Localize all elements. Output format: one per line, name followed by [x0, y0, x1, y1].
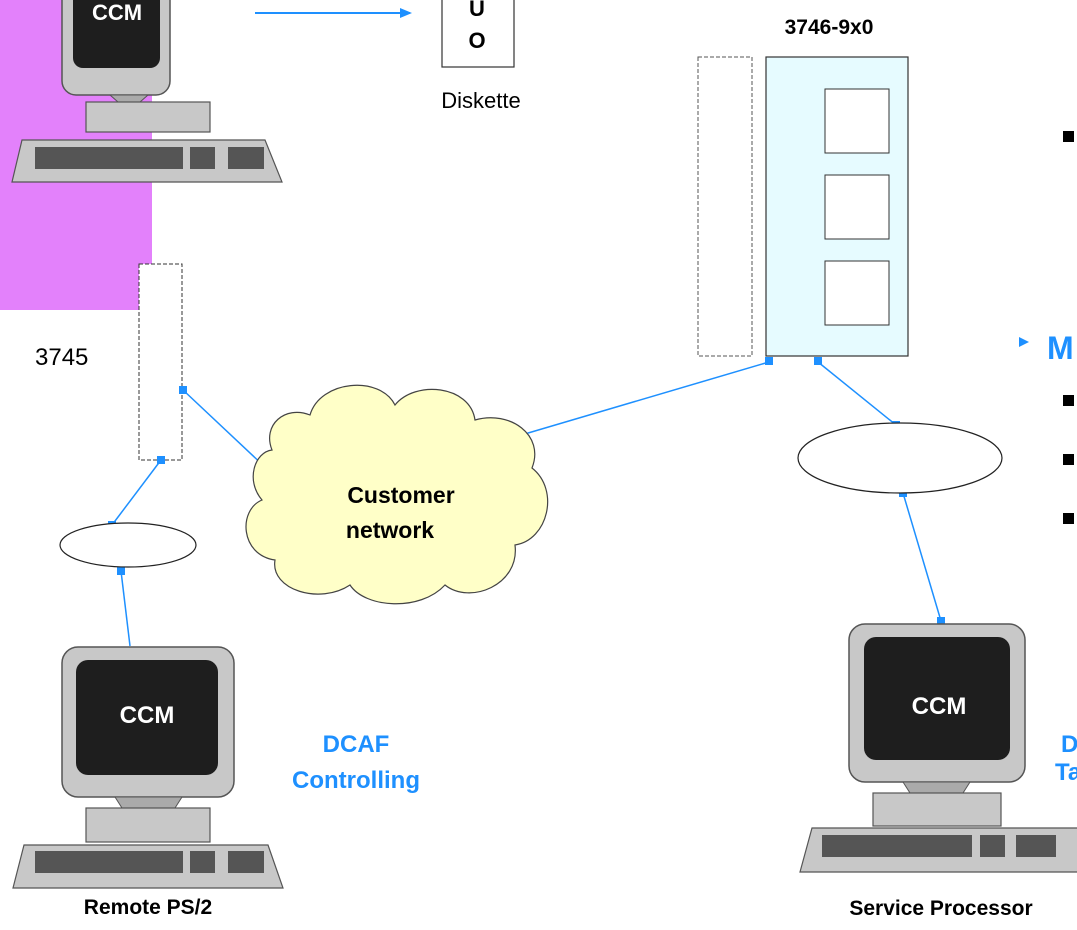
dcaf-label-line2: Controlling	[292, 767, 420, 794]
token-ring-left	[59, 522, 197, 568]
connector-dot	[814, 357, 822, 365]
desktop-computer-icon	[12, 646, 284, 889]
frame-3746-slot	[824, 174, 890, 240]
remote-computer-name: Remote PS/2	[84, 896, 212, 919]
square-bullet-icon	[1063, 395, 1074, 406]
link-cloud-3746	[483, 361, 770, 447]
right-label-d: D	[1061, 731, 1077, 758]
frame-3745-label: 3745	[35, 344, 88, 371]
service-processor-ccm: CCM	[912, 693, 967, 720]
triangle-bullet-icon	[1019, 337, 1029, 347]
connector-dot	[765, 357, 773, 365]
diskette-label: Diskette	[441, 88, 520, 113]
square-bullet-icon	[1063, 513, 1074, 524]
desktop-computer-icon	[799, 623, 1077, 873]
customer-network-cloud: Customer network	[245, 384, 549, 605]
cloud-label-line2: network	[346, 517, 434, 543]
diskette-icon	[441, 0, 515, 68]
right-label-m: M	[1047, 330, 1074, 366]
connector-dot	[179, 386, 187, 394]
service-processor-computer: CCM Service Processor	[799, 623, 1077, 920]
top-computer: CCM	[11, 0, 283, 183]
link-3745-ring	[111, 459, 162, 526]
frame-3745: 3745	[35, 263, 183, 461]
square-bullet-icon	[1063, 131, 1074, 142]
link-ring-sp	[902, 492, 942, 622]
top-computer-label: CCM	[92, 0, 142, 25]
frame-3746-slot	[824, 88, 890, 154]
dcaf-label-line1: DCAF	[323, 731, 390, 758]
square-bullet-icon	[1063, 454, 1074, 465]
cloud-label-line1: Customer	[347, 482, 454, 508]
connector-dot	[117, 567, 125, 575]
remote-computer-ccm: CCM	[120, 702, 175, 729]
desktop-computer-icon	[11, 0, 283, 183]
right-label-ta: Ta	[1055, 759, 1077, 786]
frame-3746-slot	[824, 260, 890, 326]
frame-3746: 3746-9x0	[697, 16, 909, 357]
diskette-char-1: U	[469, 0, 485, 21]
link-3746-ring	[817, 361, 897, 426]
connector-dot	[937, 617, 945, 625]
frame-3746-expansion	[697, 56, 753, 357]
network-links	[111, 361, 942, 647]
diskette: U O Diskette	[441, 0, 521, 113]
service-processor-name: Service Processor	[849, 897, 1032, 920]
frame-3746-label: 3746-9x0	[785, 16, 874, 39]
link-3745-cloud	[182, 389, 268, 470]
token-ring-right	[797, 422, 1003, 494]
link-ring-remote	[120, 570, 131, 647]
diskette-char-2: O	[468, 28, 485, 53]
frame-3745-body	[138, 263, 183, 461]
connector-dot	[157, 456, 165, 464]
remote-computer: CCM Remote PS/2	[12, 646, 284, 919]
